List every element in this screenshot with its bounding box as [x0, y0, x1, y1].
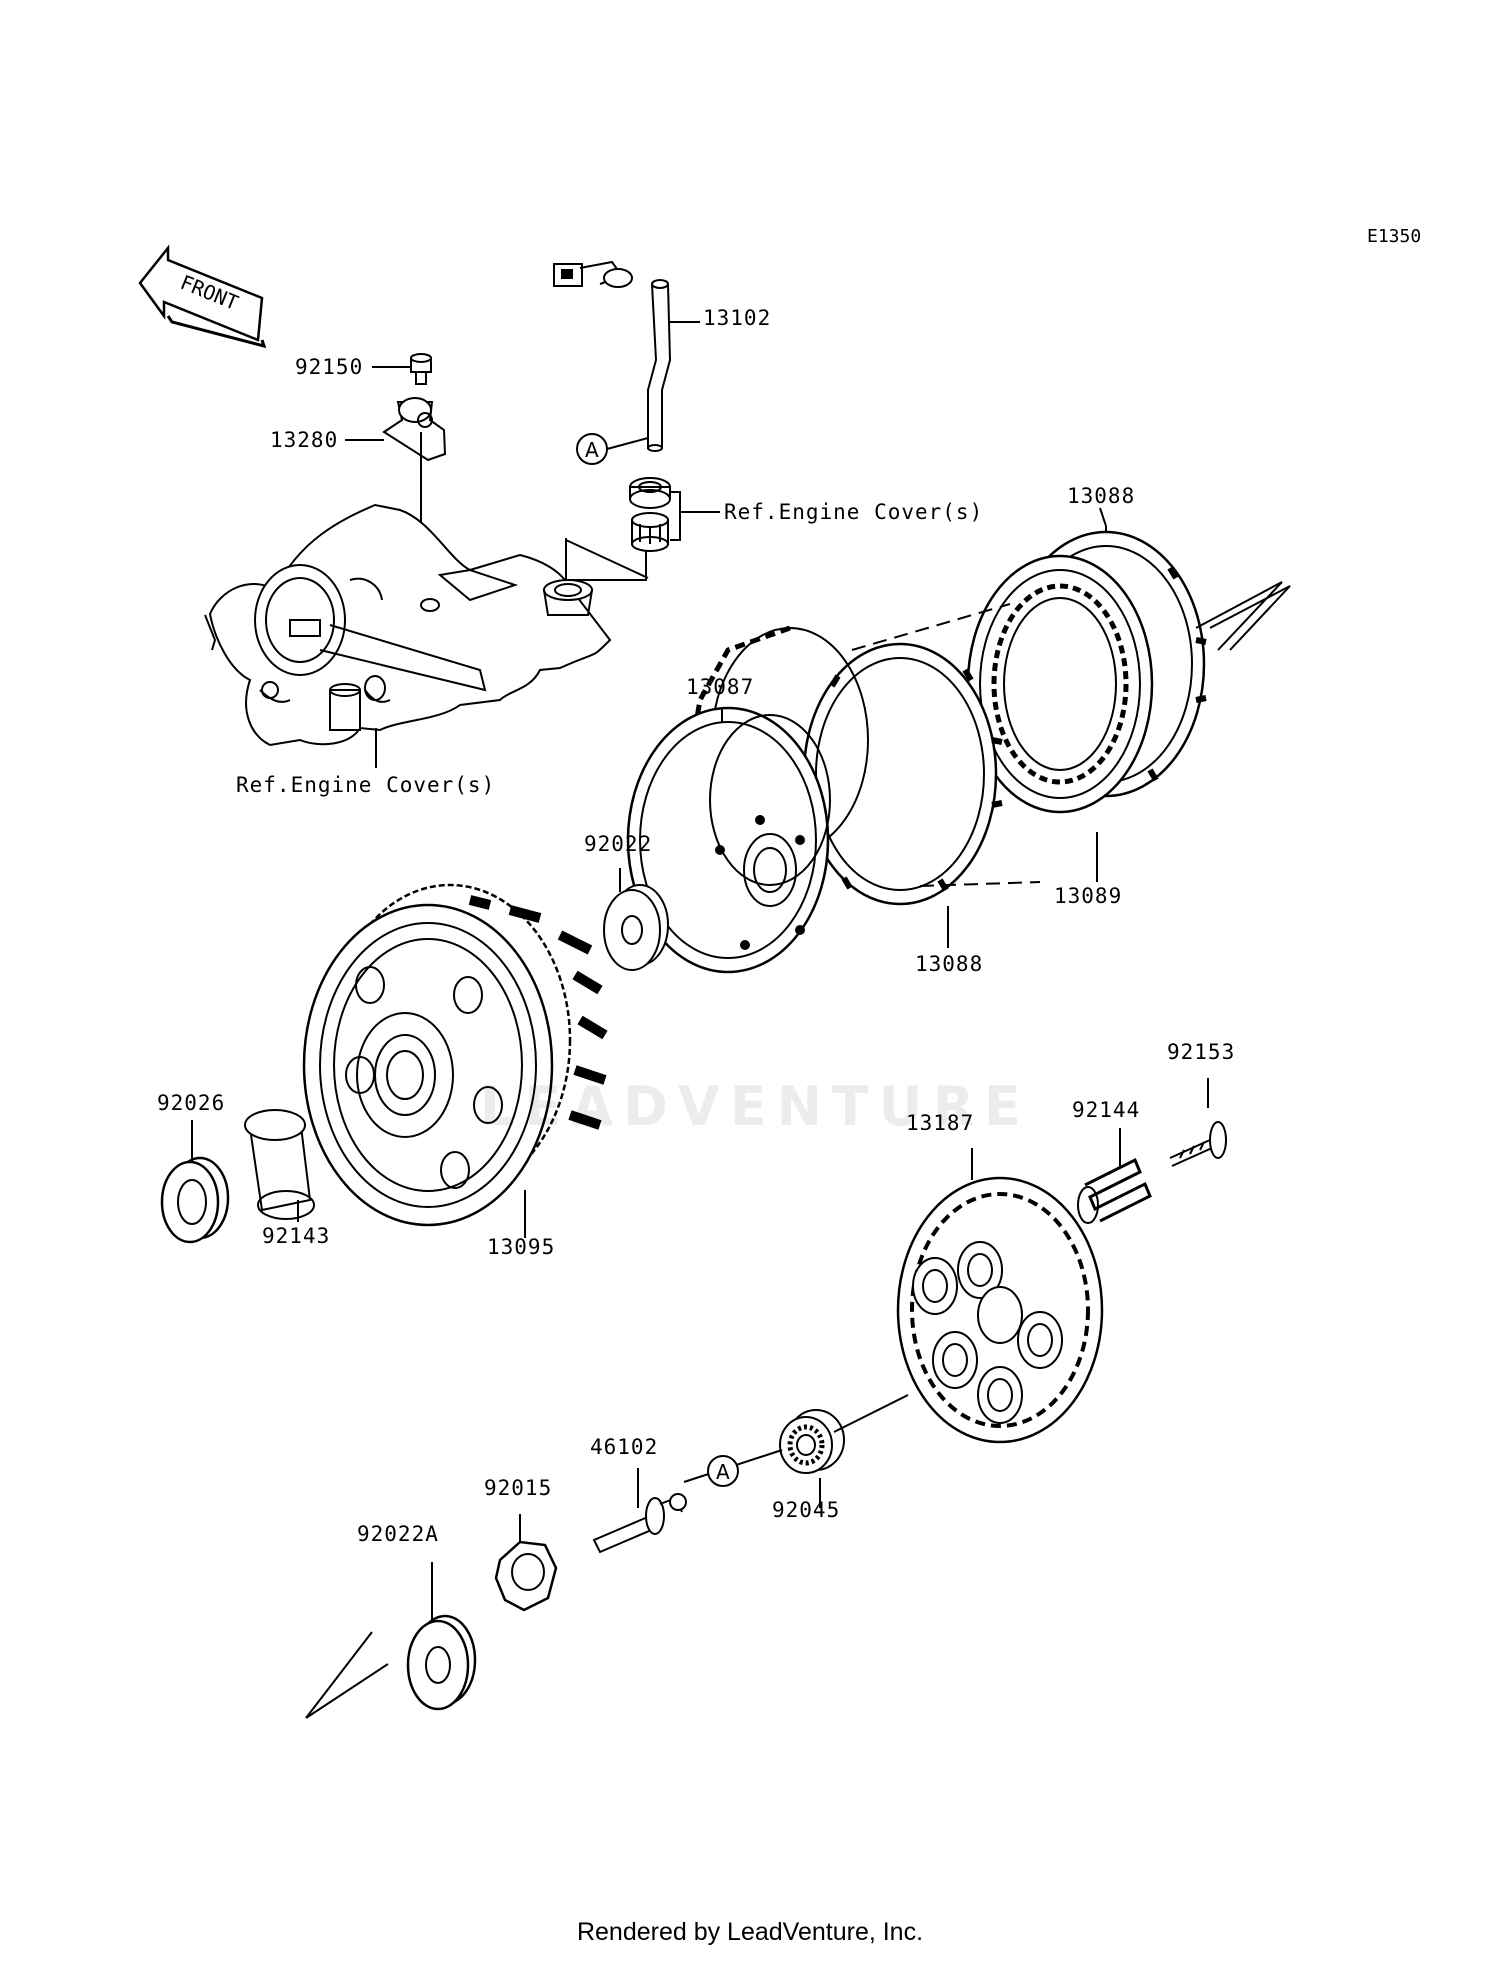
nut-92015	[494, 1540, 558, 1612]
bolt-92153	[1169, 1121, 1227, 1167]
callout-a-top-label: A	[585, 438, 599, 462]
friction-plate-13088-bottom	[798, 642, 1003, 906]
engine-cover	[204, 503, 612, 747]
part-label-92022A[interactable]: 92022A	[357, 1522, 439, 1546]
part-label-46102[interactable]: 46102	[590, 1435, 659, 1459]
part-label-92153[interactable]: 92153	[1167, 1040, 1236, 1064]
part-label-92022[interactable]: 92022	[584, 832, 653, 856]
clutch-housing-13095	[302, 883, 608, 1227]
part-label-92150[interactable]: 92150	[295, 355, 364, 379]
watermark: LEADVENTURE	[480, 1075, 1031, 1138]
part-label-92026[interactable]: 92026	[157, 1091, 226, 1115]
push-rod-46102	[592, 1493, 687, 1554]
spring-92144	[1077, 1157, 1152, 1224]
part-label-92045[interactable]: 92045	[772, 1498, 841, 1522]
ref-engine-cover-label-top: Ref.Engine Cover(s)	[724, 500, 984, 524]
washer-92022A	[406, 1614, 477, 1711]
part-label-92015[interactable]: 92015	[484, 1476, 553, 1500]
part-label-13089[interactable]: 13089	[1054, 884, 1123, 908]
sheet-code: E1350	[1367, 226, 1422, 247]
pressure-plate-13187	[896, 1176, 1104, 1444]
bracket-13280	[345, 397, 447, 462]
part-label-13095[interactable]: 13095	[487, 1235, 556, 1259]
seal-and-needle-bearing	[565, 477, 720, 598]
bearing-92045	[779, 1409, 845, 1474]
part-label-13088-bottom[interactable]: 13088	[915, 952, 984, 976]
bolt-92150	[372, 353, 432, 385]
bushing-92143	[244, 1109, 315, 1220]
credit-footer: Rendered by LeadVenture, Inc.	[576, 1918, 924, 1946]
part-label-13088-top[interactable]: 13088	[1067, 484, 1136, 508]
callout-a-bottom-label: A	[716, 1460, 730, 1484]
part-label-13280[interactable]: 13280	[270, 428, 339, 452]
part-label-92144[interactable]: 92144	[1072, 1098, 1141, 1122]
washer-92022	[603, 884, 669, 971]
steel-plate-13089	[966, 554, 1154, 814]
clutch-hub-13087	[626, 625, 869, 974]
part-label-13102[interactable]: 13102	[703, 306, 772, 330]
callout-a-bottom	[707, 1455, 739, 1487]
washer-92026	[160, 1156, 230, 1244]
part-label-13187[interactable]: 13187	[906, 1111, 975, 1135]
front-arrow: FRONT	[138, 244, 267, 349]
ref-engine-cover-label-left: Ref.Engine Cover(s)	[236, 773, 496, 797]
part-label-13087[interactable]: 13087	[686, 675, 755, 699]
release-shaft-13102	[553, 260, 700, 452]
part-label-92143[interactable]: 92143	[262, 1224, 331, 1248]
